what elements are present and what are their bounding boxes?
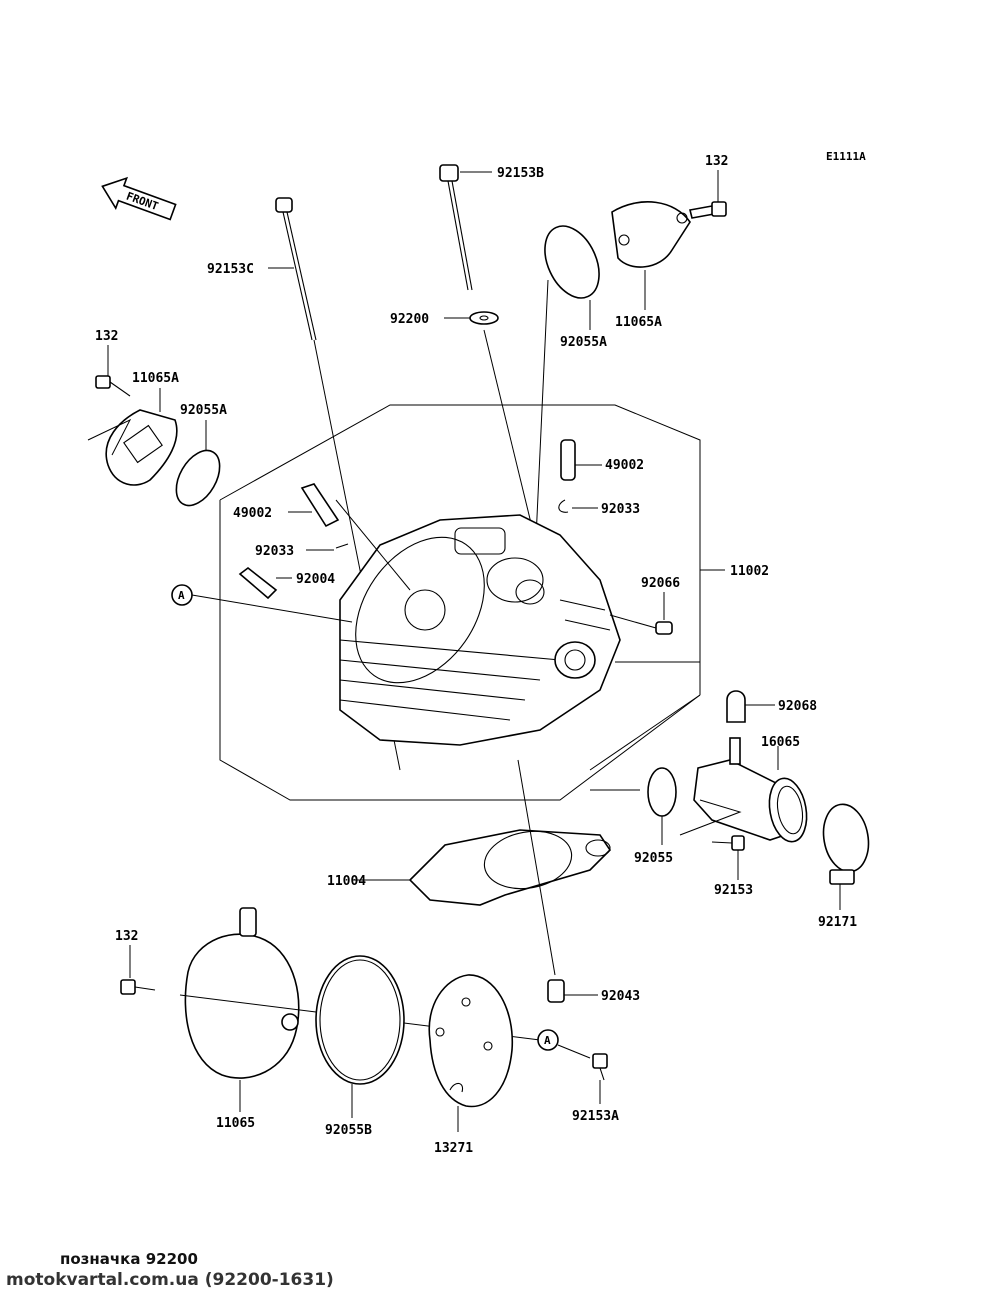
oring-92055a-top [534,225,600,561]
label-13271: 13271 [434,1141,473,1156]
footer-title: позначка 92200 [60,1250,198,1268]
oring-92055a-left [175,420,221,507]
label-92068: 92068 [778,699,817,714]
label-92171: 92171 [818,915,857,930]
bolt-92153a [592,1053,608,1104]
label-11065: 11065 [216,1116,255,1131]
label-49002-right: 49002 [605,458,644,473]
label-16065: 16065 [761,735,800,750]
dowel-92043 [547,979,598,1003]
callout-a-bottom-label: A [544,1034,551,1047]
clip-92033-left [306,543,349,551]
callout-a-left-label: A [178,589,185,602]
label-49002-left: 49002 [233,506,272,521]
cap-92068 [726,690,775,723]
bolt-132-left [95,345,131,397]
front-arrow-icon: FRONT [101,176,177,221]
cover-11065a-top [611,201,691,310]
label-92033-left: 92033 [255,544,294,559]
label-11065a-top: 11065A [615,315,662,330]
oring-92055b [315,955,405,1118]
label-92055a-left: 92055A [180,403,227,418]
label-11004: 11004 [327,874,366,889]
label-92033-right: 92033 [601,502,640,517]
cover-11065a-left [87,388,178,486]
label-92055: 92055 [634,851,673,866]
cylinder-head-11002 [339,514,700,746]
valve-guide-49002-right [560,439,602,481]
label-132-left: 132 [95,329,118,344]
diagram-code: E1111A [826,150,866,163]
bolt-132-top [689,170,727,219]
label-132-top: 132 [705,154,728,169]
intake-holder-16065 [589,694,808,843]
stud-92004 [238,566,292,600]
label-92004: 92004 [296,572,335,587]
oring-92055 [590,767,677,845]
label-11065a-left: 11065A [132,371,179,386]
clip-92033-right [558,499,598,513]
label-92043: 92043 [601,989,640,1004]
bolt-92153 [711,835,745,880]
label-92055a-top: 92055A [560,335,607,350]
label-132-bottom: 132 [115,929,138,944]
bolt-132-bottom [120,945,156,995]
footer-site: motokvartal.com.ua (92200-1631) [6,1270,334,1290]
callout-a-bottom: A [537,1029,591,1059]
label-92066: 92066 [641,576,680,591]
plate-13271 [428,974,514,1132]
label-92153a: 92153A [572,1109,619,1124]
head-bolt-92153b [439,164,492,291]
callout-a-left: A [171,584,353,623]
label-92200: 92200 [390,312,429,327]
label-92055b: 92055B [325,1123,372,1138]
label-92153b: 92153B [497,166,544,181]
valve-guide-49002-left [288,483,411,591]
label-92153: 92153 [714,883,753,898]
dowel-92066 [609,592,673,635]
label-92153c: 92153C [207,262,254,277]
clamp-92171 [822,803,870,910]
gasket-11004 [352,759,612,976]
label-11002: 11002 [730,564,769,579]
